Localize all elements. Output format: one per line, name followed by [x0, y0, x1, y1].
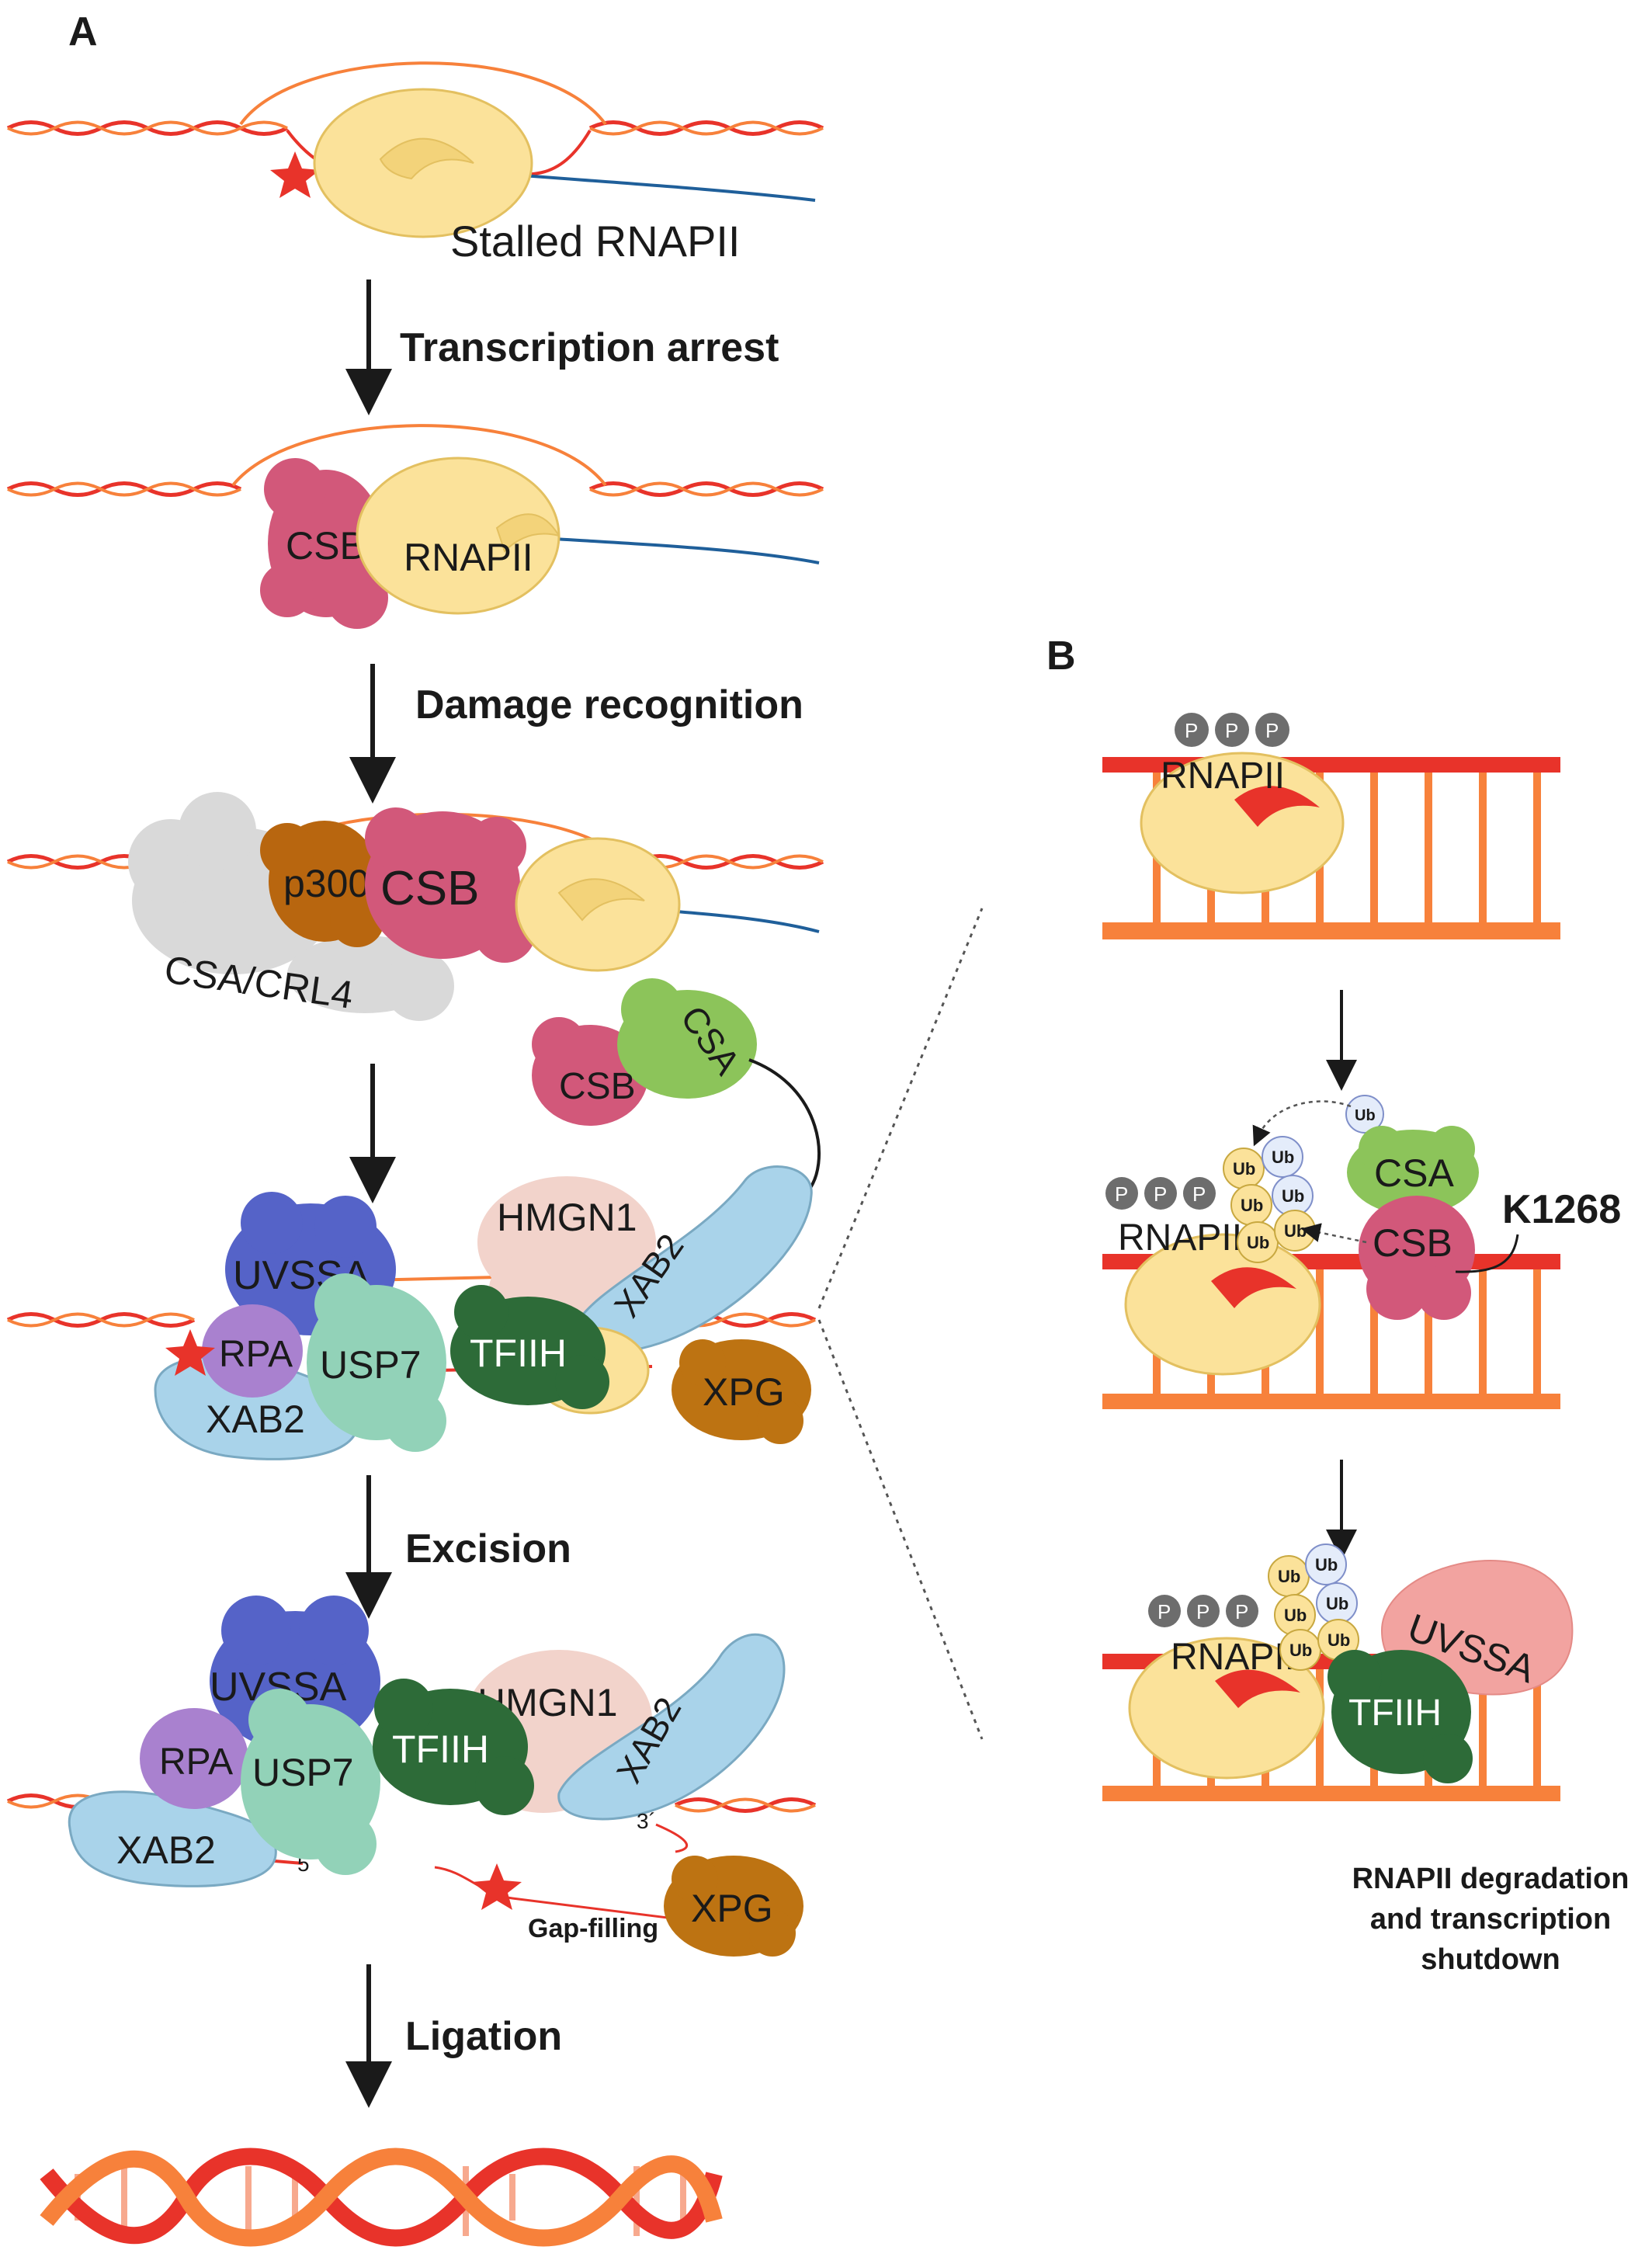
b3-phospho-group — [1148, 1595, 1258, 1627]
xab2-label-step5-left: XAB2 — [116, 1828, 216, 1872]
xab2-linker-curve — [748, 1058, 821, 1193]
csb-label-step4: CSB — [559, 1066, 636, 1107]
b2-phospho-group — [1105, 1177, 1216, 1210]
b3-rnapii-label: RNAPII — [1171, 1637, 1295, 1678]
b2-phospho-3: P — [1192, 1182, 1206, 1206]
xpg-shape-step4 — [672, 1339, 811, 1444]
b3-ub-2: Ub — [1315, 1555, 1338, 1575]
b1-phospho-1: P — [1185, 719, 1198, 742]
dna-lesion-star — [270, 151, 320, 198]
b1-rnapii-shape — [1140, 752, 1345, 894]
excision-label: Excision — [405, 1526, 571, 1571]
rnapii-shape — [313, 88, 533, 238]
rnapii-shape-step3 — [515, 837, 681, 972]
b3-ub-5: Ub — [1289, 1641, 1312, 1660]
b3-tfiih-shape — [1328, 1650, 1473, 1783]
usp7-shape-step4 — [307, 1273, 446, 1452]
b3-ub-4: Ub — [1326, 1594, 1348, 1613]
xpg-shape-step5 — [664, 1856, 803, 1957]
p300-shape — [260, 821, 384, 947]
b2-ub-4: Ub — [1282, 1186, 1304, 1206]
b2-ub-3: Ub — [1241, 1196, 1263, 1215]
b2-ub-5: Ub — [1247, 1233, 1269, 1252]
b2-csa-shape — [1347, 1126, 1479, 1215]
b2-csb-to-ub-arrow — [1300, 1223, 1367, 1244]
b2-ub-6: Ub — [1284, 1221, 1307, 1241]
csb-label-step2: CSB — [286, 524, 366, 568]
rpa-label-step5: RPA — [159, 1741, 233, 1783]
csb-shape-step2 — [260, 458, 388, 629]
xab2-label-step4-left: XAB2 — [206, 1398, 305, 1441]
b2-ub-free: Ub — [1355, 1107, 1376, 1124]
ligation-label: Ligation — [405, 2014, 562, 2059]
dna-lesion-star-step4 — [165, 1329, 215, 1376]
tfiih-label-step4: TFIIH — [470, 1332, 567, 1375]
b2-csb-shape — [1359, 1196, 1475, 1320]
p300-label: p300 — [283, 862, 370, 905]
b3-ub-6: Ub — [1328, 1630, 1350, 1650]
b2-k1268-line — [1455, 1234, 1519, 1273]
b1-phospho-2: P — [1225, 719, 1238, 742]
b2-rnapii-label: RNAPII — [1118, 1217, 1242, 1259]
xab2-shape-step5-right — [557, 1633, 786, 1821]
rpa-label-step4: RPA — [219, 1334, 293, 1375]
tfiih-label-step5: TFIIH — [392, 1727, 489, 1771]
b2-ub-1: Ub — [1233, 1159, 1255, 1179]
csb-label-step3: CSB — [380, 862, 479, 915]
b-caption-line1: RNAPII degradation — [1352, 1863, 1629, 1895]
panel-letter-b: B — [1046, 634, 1076, 679]
excised-lesion-star — [472, 1863, 522, 1910]
b2-csb-label: CSB — [1373, 1221, 1452, 1265]
tfiih-shape-step5 — [373, 1679, 534, 1815]
transcription-arrest-label: Transcription arrest — [400, 325, 779, 370]
b2-ub-transfer-arrow — [1252, 1100, 1352, 1147]
usp7-label-step4: USP7 — [320, 1343, 422, 1387]
csb-shape-step3 — [365, 807, 536, 963]
b2-csa-label: CSA — [1374, 1151, 1454, 1195]
b-caption-line3: shutdown — [1421, 1943, 1560, 1976]
rnapii-label-step2: RNAPII — [404, 536, 533, 579]
b2-phospho-1: P — [1115, 1182, 1128, 1206]
b3-tfiih-label: TFIIH — [1348, 1693, 1442, 1734]
b1-phospho-group — [1175, 713, 1289, 747]
xpg-label-step5: XPG — [691, 1887, 773, 1930]
usp7-shape-step5 — [241, 1689, 380, 1875]
xpg-label-step4: XPG — [703, 1370, 785, 1414]
b3-phospho-1: P — [1157, 1600, 1171, 1623]
xab2-shape-step5-left — [68, 1790, 277, 1887]
b3-phospho-3: P — [1235, 1600, 1248, 1623]
b3-ub-3: Ub — [1284, 1606, 1307, 1625]
three-prime-label: 3´ — [637, 1809, 656, 1833]
repaired-dna-helix — [40, 2148, 723, 2247]
b1-phospho-3: P — [1265, 719, 1279, 742]
b2-rnapii-shape — [1124, 1233, 1321, 1376]
b3-ub-chain — [1268, 1543, 1359, 1671]
tfiih-shape-step4 — [450, 1285, 609, 1409]
damage-recognition-label: Damage recognition — [415, 682, 803, 727]
b3-ub-1: Ub — [1278, 1567, 1300, 1586]
b1-rnapii-label: RNAPII — [1161, 755, 1285, 797]
zoom-line-bottom — [817, 1319, 984, 1740]
rnapii-shape-step2 — [356, 457, 561, 615]
rpa-shape-step4 — [202, 1304, 303, 1398]
b2-phospho-2: P — [1154, 1182, 1167, 1206]
panel-letter-a: A — [68, 9, 98, 54]
stalled-rnapii-label: Stalled RNAPII — [450, 217, 741, 266]
k1268-label: K1268 — [1502, 1187, 1621, 1232]
usp7-label-step5: USP7 — [252, 1751, 354, 1794]
gap-filling-label: Gap-filling — [528, 1914, 658, 1943]
hmgn1-label-step4: HMGN1 — [497, 1196, 637, 1239]
b2-ub-2: Ub — [1272, 1148, 1294, 1167]
b-caption-line2: and transcription — [1370, 1903, 1611, 1936]
b3-phospho-2: P — [1196, 1600, 1210, 1623]
csb-csa-complex-step4 — [532, 978, 757, 1126]
b3-rnapii-shape — [1128, 1637, 1325, 1780]
zoom-line-top — [817, 908, 984, 1309]
rpa-shape-step5 — [140, 1708, 248, 1809]
